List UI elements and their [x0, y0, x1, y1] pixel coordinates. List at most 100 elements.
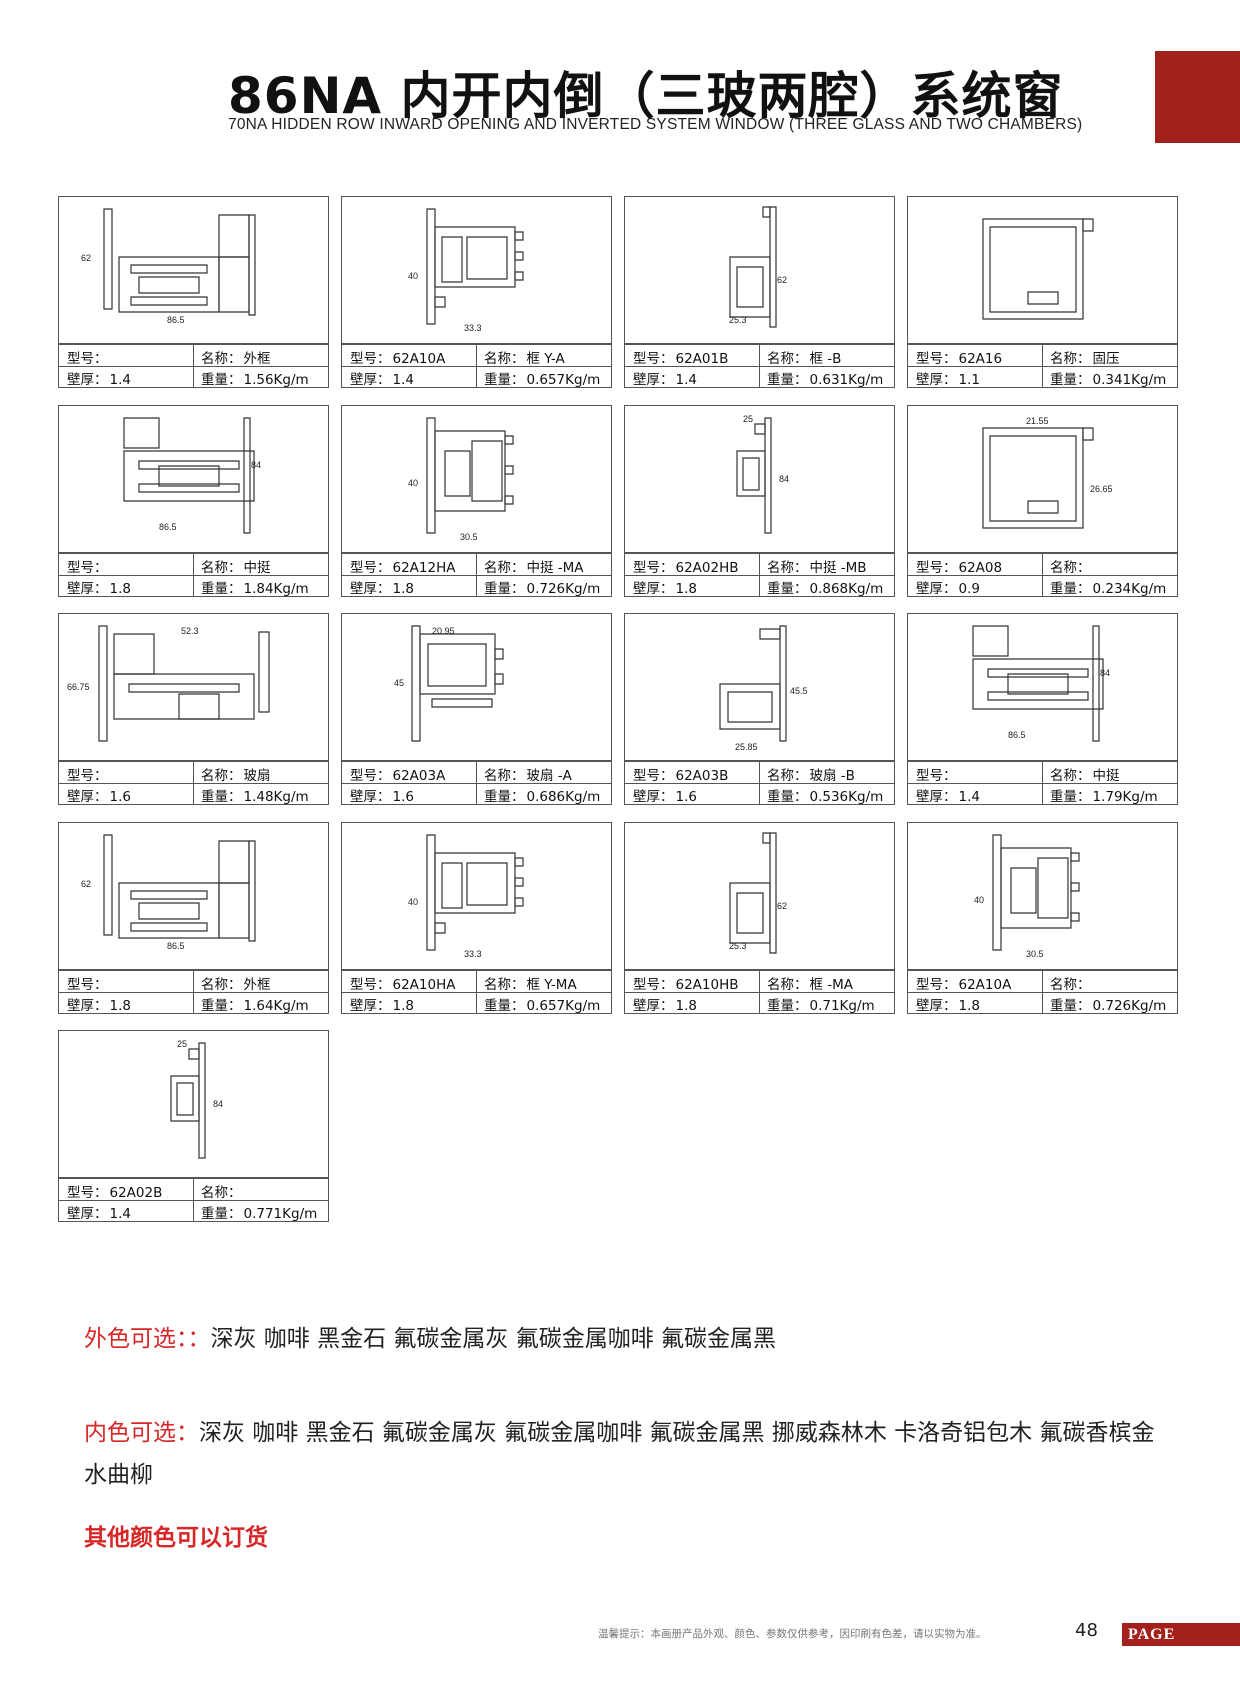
weight-cell: 重量：1.84Kg/m [201, 577, 309, 597]
section-outline [514, 231, 524, 241]
thickness-label: 壁厚： [633, 998, 674, 1014]
inner-color-values: 深灰 咖啡 黑金石 氟碳金属灰 氟碳金属咖啡 氟碳金属黑 挪威森林木 卡洛奇铝包… [84, 1420, 1155, 1488]
model-value: 62A16 [958, 351, 1003, 367]
thickness-label: 壁厚： [350, 581, 391, 597]
cell-divider [759, 783, 760, 805]
dimension-label: 45 [394, 678, 404, 688]
cell-divider [1042, 971, 1043, 992]
dimension-label: 84 [779, 474, 789, 484]
thickness-label: 壁厚： [916, 789, 957, 805]
model-cell: 型号：62A16 [916, 347, 1002, 367]
weight-cell: 重量：1.48Kg/m [201, 785, 309, 805]
section-outline [759, 628, 781, 640]
cell-divider [193, 1200, 194, 1222]
name-value: 框 -MA [809, 977, 854, 993]
weight-value: 0.657Kg/m [526, 372, 601, 388]
weight-value: 0.234Kg/m [1092, 581, 1167, 597]
section-outline [130, 922, 208, 932]
dimension-label: 26.65 [1090, 484, 1113, 494]
dimension-label: 52.3 [181, 626, 199, 636]
page-tag: PAGE [1122, 1623, 1240, 1646]
thickness-cell: 壁厚：1.8 [67, 994, 131, 1014]
section-outline [727, 691, 773, 723]
thickness-value: 1.6 [675, 789, 697, 805]
model-cell: 型号：62A08 [916, 556, 1002, 576]
thickness-value: 1.6 [109, 789, 131, 805]
thickness-value: 1.8 [109, 998, 131, 1014]
dimension-label: 86.5 [159, 522, 177, 532]
name-cell: 名称：外框 [201, 347, 271, 367]
narrow-sash-section-icon: 45.525.85 [719, 625, 808, 752]
model-label: 型号： [916, 560, 957, 576]
composite-mullion-section-icon: 84 86.5 [123, 417, 261, 534]
spec-row-model: 型号：名称：中挺 [908, 762, 1177, 784]
cell-divider [476, 366, 477, 388]
cell-divider [759, 575, 760, 597]
section-outline [769, 206, 777, 328]
weight-label: 重量： [201, 581, 242, 597]
model-cell: 型号：62A10HB [633, 973, 739, 993]
model-cell: 型号： [67, 764, 110, 784]
cell-divider [1042, 575, 1043, 597]
spec-row-model: 型号：名称：外框 [59, 971, 328, 993]
section-outline [130, 890, 208, 900]
model-value: 62A10A [958, 977, 1012, 993]
dimension-label: 40 [408, 478, 418, 488]
weight-cell: 重量：0.657Kg/m [484, 994, 600, 1014]
spec-row-model: 型号：62A10HB 名称：框 -MA [625, 971, 894, 993]
section-outline [434, 430, 506, 512]
thickness-cell: 壁厚：0.9 [916, 577, 980, 597]
cell-divider [759, 762, 760, 783]
weight-value: 0.726Kg/m [1092, 998, 1167, 1014]
weight-cell: 重量：0.536Kg/m [767, 785, 883, 805]
thickness-cell: 壁厚：1.8 [67, 577, 131, 597]
section-outline [471, 440, 503, 502]
section-outline [176, 1082, 194, 1116]
name-label: 名称： [201, 768, 242, 784]
section-outline [434, 226, 516, 288]
name-label: 名称： [1050, 977, 1091, 993]
thickness-label: 壁厚： [633, 581, 674, 597]
name-label: 名称： [767, 977, 808, 993]
dimension-label: 40 [408, 271, 418, 281]
model-cell: 型号：62A02B [67, 1181, 162, 1201]
weight-cell: 重量：0.71Kg/m [767, 994, 875, 1014]
model-label: 型号： [350, 560, 391, 576]
section-outline [138, 276, 200, 294]
section-outline [736, 450, 766, 497]
thickness-cell: 壁厚：1.6 [350, 785, 414, 805]
weight-value: 0.631Kg/m [809, 372, 884, 388]
footer-tip: 温馨提示：本画册产品外观、颜色、参数仅供参考，因印刷有色差，请以实物为准。 [598, 1628, 987, 1640]
page-number: 48 [1075, 1620, 1098, 1641]
cell-divider [476, 575, 477, 597]
name-value: 中挺 -MA [526, 560, 584, 576]
cell-divider [759, 554, 760, 575]
spec-row-model: 型号：名称：外框 [59, 345, 328, 367]
name-cell: 名称：框 Y-MA [484, 973, 577, 993]
outer-color-row: 外色可选：：深灰 咖啡 黑金石 氟碳金属灰 氟碳金属咖啡 氟碳金属黑 [84, 1318, 884, 1360]
name-value: 玻扇 -B [809, 768, 855, 784]
cell-divider [1042, 992, 1043, 1014]
model-label: 型号： [916, 351, 957, 367]
weight-label: 重量： [484, 372, 525, 388]
name-label: 名称： [767, 560, 808, 576]
dimension-label: 84 [251, 460, 261, 470]
